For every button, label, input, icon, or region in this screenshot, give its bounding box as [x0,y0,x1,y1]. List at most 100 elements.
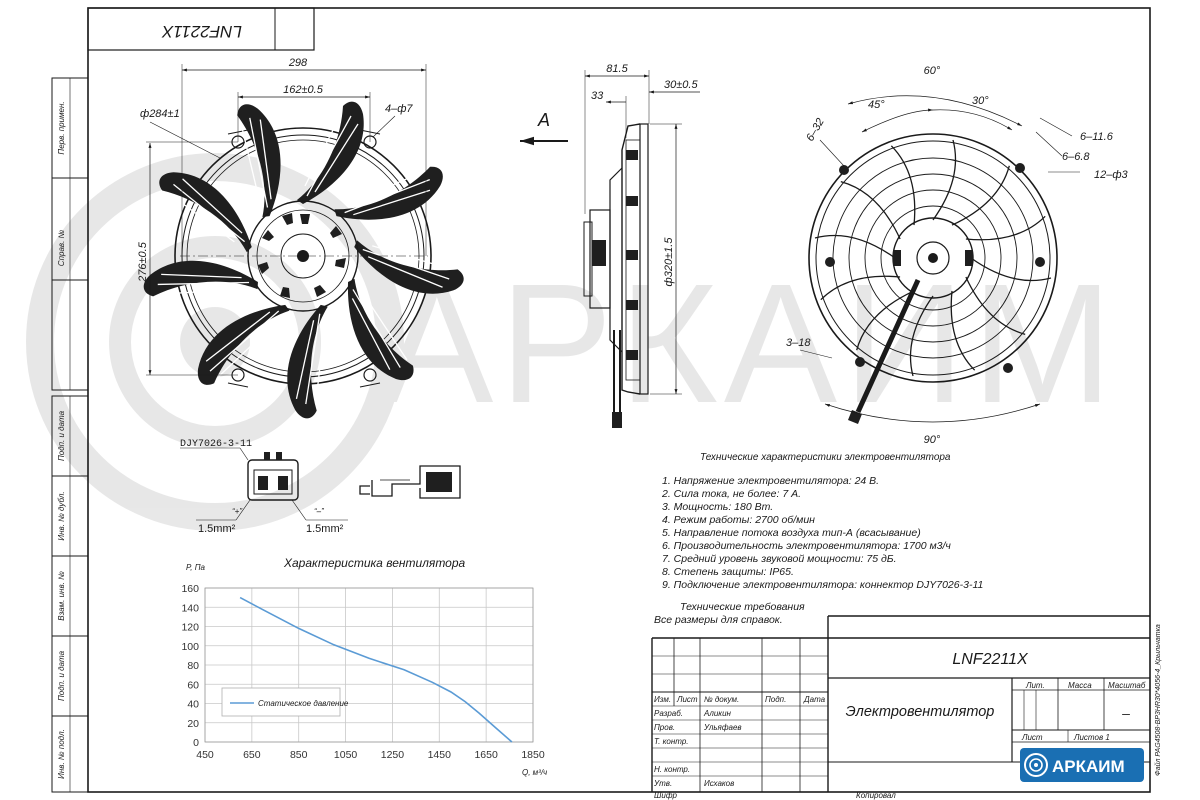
requirements-text: Все размеры для справок. [654,614,783,626]
side-label-perv: Перв. примен. [57,101,66,154]
company-logo: АРКАИМ [1020,748,1144,782]
x-tick-label: 1850 [521,749,545,761]
dim-holes: 4–ф7 [385,103,413,115]
series-line [239,596,513,743]
stamp-role: Т. контр. [654,737,689,746]
title-format: Шифр [654,791,677,800]
dim-rear-45: 45° [868,99,885,111]
side-label-sprav: Справ. № [57,229,66,266]
stamp-h-data: Дата [803,695,826,704]
chart-ylabel: P, Па [186,563,206,572]
title-scale: Масштаб [1108,681,1146,690]
spec-item: 6. Производительность электровентилятора… [662,540,951,552]
connector-minus: “–” [314,507,324,516]
x-tick-label: 850 [290,749,308,761]
stamp-h-izm: Изм. [654,695,671,704]
dim-side-diam: ф320±1.5 [663,237,675,287]
title-block [651,615,1150,792]
side-label-podp1: Подп. и дата [57,410,66,461]
spec-item: 7. Средний уровень звуковой мощности: 75… [662,553,897,565]
file-label: Файл PAG4508-BP3HR30*4056-4_Крыльчатка [1154,624,1162,776]
dim-rear-6-68: 6–6.8 [1062,151,1090,163]
spec-item: 9. Подключение электровентилятора: конне… [662,579,983,591]
spec-item: 5. Направление потока воздуха тип-А (вса… [662,527,921,539]
stamp-role: Разраб. [654,709,683,718]
title-mass: Масса [1068,681,1092,690]
side-label-podp2: Подп. и дата [57,650,66,701]
side-label-inv-podl: Инв. № подл. [57,729,66,779]
y-tick-label: 40 [187,699,199,711]
y-tick-label: 120 [181,622,199,634]
dim-height: 276±0.5 [137,241,149,283]
chart-title: Характеристика вентилятора [283,556,466,570]
title-copied: Копировал [856,791,896,800]
legend-box [221,687,341,717]
dim-side-depth: 81.5 [606,63,628,75]
title-sheets: Листов 1 [1073,733,1110,742]
spec-item: 2. Сила тока, не более: 7 А. [661,488,801,500]
title-scale-value: – [1121,705,1130,721]
dim-rear-90: 90° [924,434,941,446]
dim-rear-12-3: 12–ф3 [1094,169,1129,181]
stamp-h-doc: № докум. [704,695,739,704]
stamp-h-list: Лист [676,695,698,704]
x-tick-label: 1650 [474,749,498,761]
stamp-name: Исхаков [704,779,734,788]
connector-wire-left: 1.5mm² [198,523,236,535]
spec-item: 3. Мощность: 180 Вт. [662,501,773,513]
stamp-h-podp: Подп. [765,695,786,704]
dim-rear-6-116: 6–11.6 [1080,131,1114,143]
connector-name: DJY7026-3-11 [180,439,252,450]
top-designation-mirrored: LNF2211X [161,22,242,41]
dim-rear-6-32: 6–32 [804,116,827,143]
x-tick-label: 1250 [381,749,405,761]
y-tick-label: 60 [187,679,199,691]
plot-area [204,587,534,743]
chart-legend-label: Статическое давление [258,699,349,708]
specs-list: 1. Напряжение электровентилятора: 24 В. … [661,475,983,591]
rear-grill-spokes [814,139,1052,377]
dim-rear-60: 60° [924,65,941,77]
dim-side-33: 33 [591,90,604,102]
y-tick-label: 160 [181,583,199,595]
x-tick-label: 650 [243,749,261,761]
x-tick-label: 1050 [334,749,358,761]
view-arrow-label: А [537,110,550,130]
title-designation: LNF2211X [952,651,1029,668]
x-tick-label: 450 [196,749,214,761]
company-name: АРКАИМ [1052,757,1125,776]
stamp-name: Аликин [703,709,732,718]
side-label-vzam: Взам. инв. № [57,571,66,621]
side-view [520,70,700,428]
title-sheet: Лист [1021,733,1043,742]
y-tick-label: 80 [187,660,199,672]
rear-mount-tabs [825,163,1045,373]
rear-view [799,95,1080,424]
side-label-inv-dubl: Инв. № дубл. [57,491,66,540]
x-tick-label: 1450 [428,749,452,761]
spec-item: 8. Степень защиты: IP65. [662,566,794,578]
dim-front-width: 298 [288,57,308,69]
spec-item: 1. Напряжение электровентилятора: 24 В. [662,475,879,487]
front-view [138,64,467,423]
dim-diameter: ф284±1 [140,108,180,120]
requirements-heading: Технические требования [680,601,805,613]
stamp-name: Ульяфаев [703,723,742,732]
y-tick-label: 20 [187,718,199,730]
y-tick-label: 140 [181,602,199,614]
stamp-role: Н. контр. [654,765,690,774]
sheet-frame [51,7,1151,793]
dim-rear-3-18: 3–18 [786,337,811,349]
watermark-text: АРКАИМ [380,249,1119,439]
dim-rear-30: 30° [972,95,989,107]
spec-item: 4. Режим работы: 2700 об/мин [662,514,815,526]
connector-drawing [180,447,461,521]
dim-bolt-span: 162±0.5 [283,84,324,96]
connector-wire-right: 1.5mm² [306,523,344,535]
chart-xlabel: Q, м³/ч [522,768,547,777]
title-name: Электровентилятор [846,704,995,720]
specs-heading: Технические характеристики электровентил… [700,452,951,463]
y-tick-label: 100 [181,641,199,653]
